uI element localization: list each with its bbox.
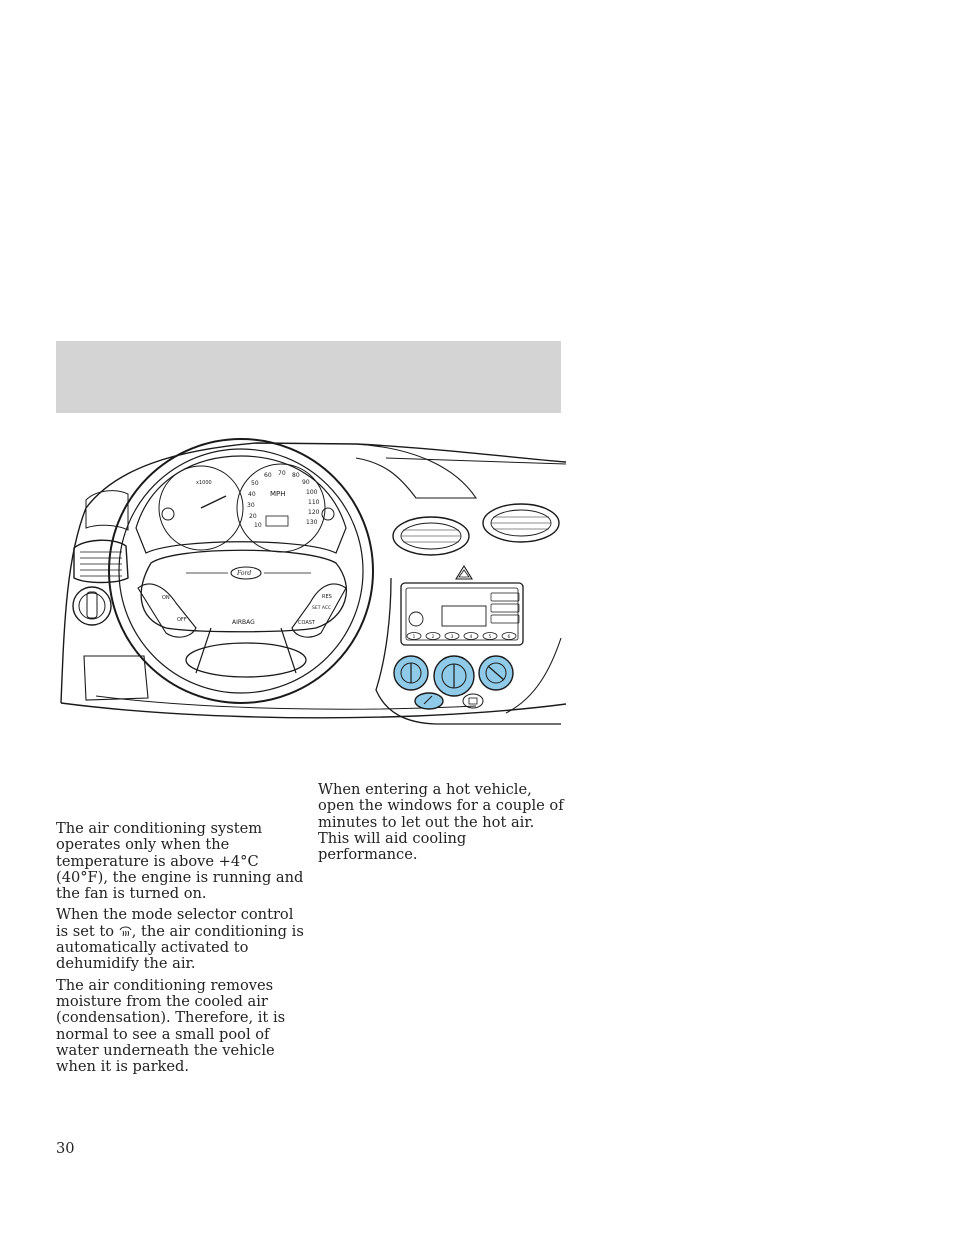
- radio-preset-label: 2: [432, 634, 435, 640]
- speed-tick-70: 70: [278, 470, 286, 477]
- radio-preset-5: [482, 632, 498, 640]
- recirculation-icon: [462, 693, 484, 709]
- speed-tick-120: 120: [308, 509, 320, 516]
- cruise-res-label: RES: [322, 594, 332, 600]
- fan-speed-knob: [393, 655, 429, 691]
- radio-preset-label: 1: [413, 634, 416, 640]
- cruise-coast-label: COAST: [298, 620, 316, 626]
- dashboard-illustration: x1000 MPH 50 60 70 80 90 40 30 20 10 100…: [56, 428, 567, 758]
- mode-selector-text-after: , the air conditioning is automatically …: [56, 922, 304, 973]
- speed-tick-60: 60: [264, 472, 272, 479]
- speed-tick-80: 80: [292, 472, 300, 479]
- speedometer-unit-label: MPH: [270, 490, 286, 498]
- tachometer-unit-label: x1000: [196, 480, 212, 486]
- airbag-label: AIRBAG: [232, 619, 255, 626]
- center-vent-left: [392, 516, 470, 556]
- left-text-column: The air conditioning system operates onl…: [56, 820, 304, 1080]
- speed-tick-50: 50: [251, 480, 259, 487]
- page-number: 30: [56, 1140, 75, 1157]
- cruise-left-pad: [137, 583, 197, 638]
- speedometer: MPH 50 60 70 80 90 40 30 20 10 100 110 1…: [236, 463, 326, 553]
- cruise-right-pad: [291, 583, 347, 638]
- ford-logo: [230, 566, 262, 580]
- tachometer: x1000: [158, 465, 244, 551]
- speed-tick-100: 100: [306, 489, 318, 496]
- temperature-knob: [433, 655, 475, 697]
- radio-unit: 1 2 3 4 5 6: [400, 582, 524, 646]
- defrost-icon: [119, 926, 132, 936]
- paragraph-ac-operation: The air conditioning system operates onl…: [56, 820, 304, 903]
- speed-tick-10: 10: [254, 522, 262, 529]
- speed-tick-90: 90: [302, 479, 310, 486]
- dashboard-outline: [60, 442, 567, 704]
- mode-selector-knob: [478, 655, 514, 691]
- left-vent: [73, 539, 129, 584]
- speed-tick-40: 40: [248, 491, 256, 498]
- radio-preset-label: 4: [470, 634, 473, 640]
- right-text-column: When entering a hot vehicle, open the wi…: [318, 781, 564, 868]
- radio-preset-6: [501, 632, 517, 640]
- paragraph-mode-selector: When the mode selector control is set to…: [56, 907, 304, 972]
- fuel-gauge: [161, 507, 175, 521]
- center-vent-right: [482, 503, 560, 543]
- radio-preset-label: 6: [508, 634, 511, 640]
- speed-tick-110: 110: [308, 499, 320, 506]
- speed-tick-20: 20: [249, 513, 257, 520]
- radio-preset-2: [425, 632, 441, 640]
- radio-preset-label: 5: [489, 634, 492, 640]
- ac-button: [414, 692, 444, 710]
- speed-tick-30: 30: [247, 502, 255, 509]
- speed-tick-130: 130: [306, 519, 318, 526]
- radio-preset-3: [444, 632, 460, 640]
- radio-preset-1: [406, 632, 422, 640]
- cruise-on-label: ON: [162, 595, 170, 601]
- paragraph-hot-vehicle: When entering a hot vehicle, open the wi…: [318, 781, 564, 864]
- cruise-set-label: SET ACC: [312, 605, 331, 611]
- radio-preset-label: 3: [451, 634, 454, 640]
- light-switch-knob: [72, 586, 112, 626]
- radio-preset-4: [463, 632, 479, 640]
- ford-logo-text: Ford: [236, 570, 251, 577]
- mode-selector-text-before: When the mode selector control is set to: [56, 906, 294, 940]
- temp-gauge: [321, 507, 335, 521]
- paragraph-condensation: The air conditioning removes moisture fr…: [56, 976, 286, 1076]
- cruise-off-label: OFF: [177, 617, 187, 623]
- hazard-icon: [455, 564, 473, 580]
- section-header-band: [56, 341, 561, 413]
- steering-wheel: x1000 MPH 50 60 70 80 90 40 30 20 10 100…: [108, 438, 374, 704]
